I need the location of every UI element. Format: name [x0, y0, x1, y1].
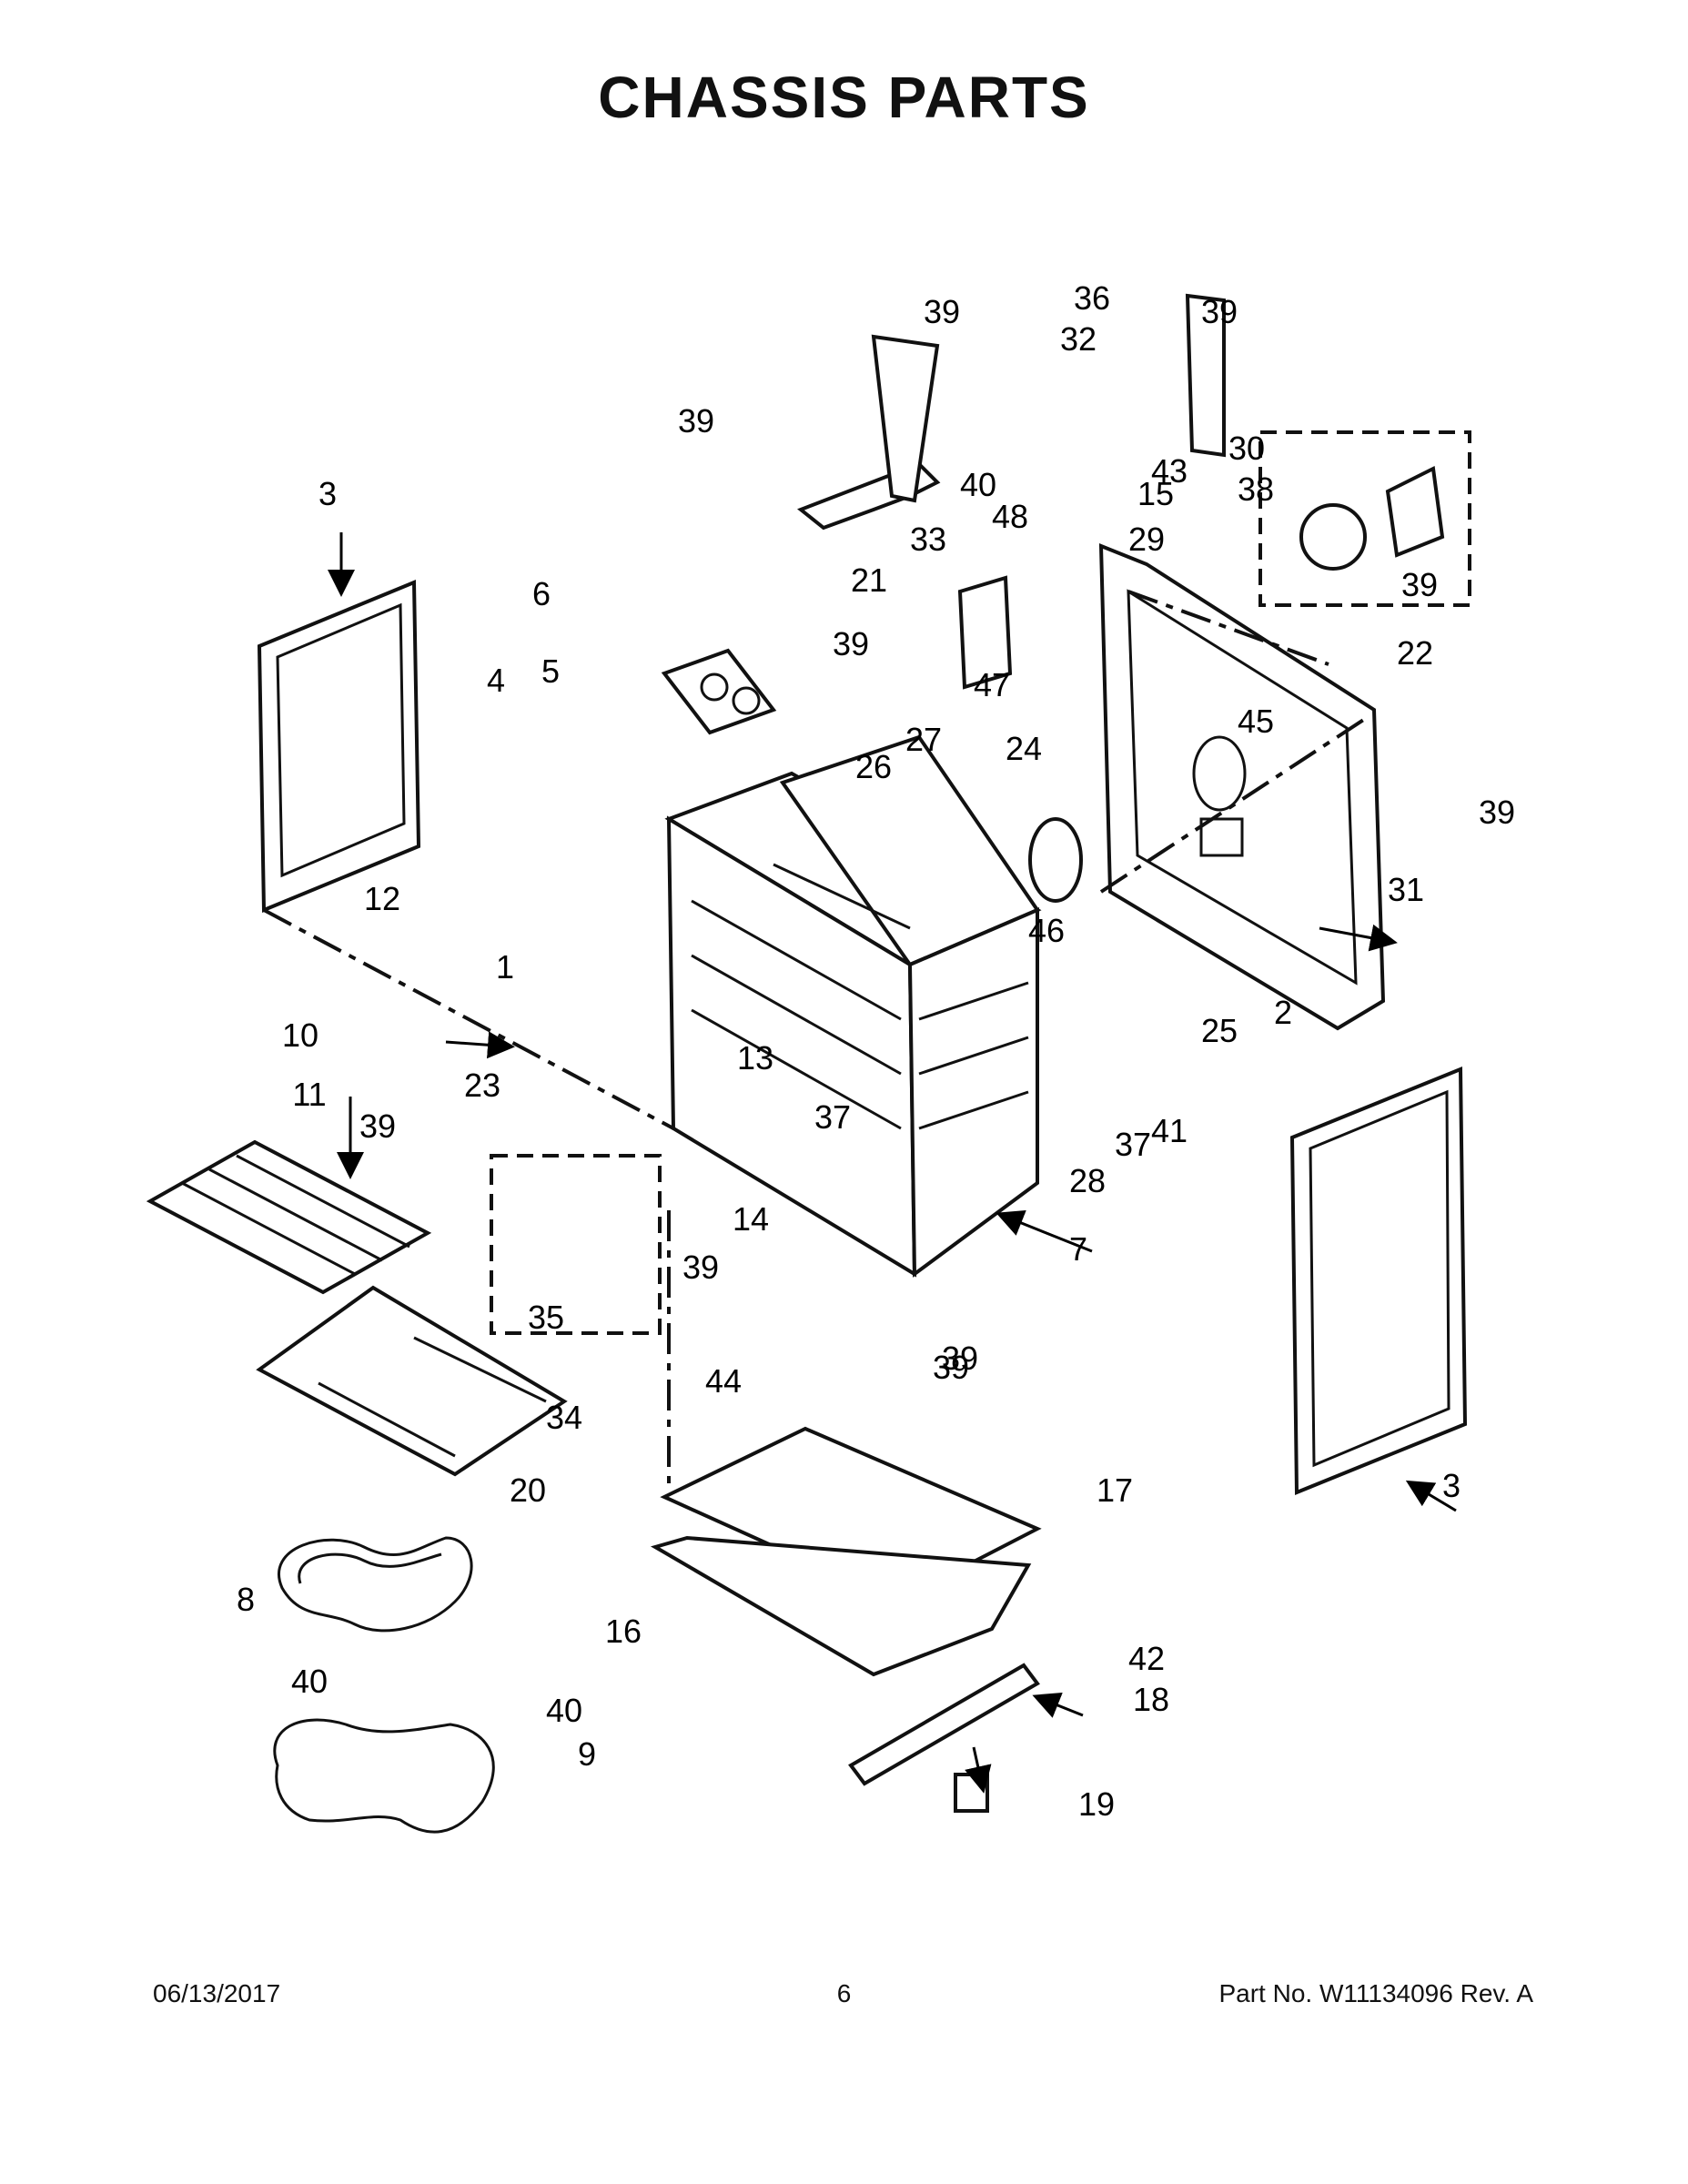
footer-page-number: 6: [836, 1979, 852, 2007]
callout-number-39: 39: [833, 625, 869, 662]
callout-number-10: 10: [282, 1016, 318, 1054]
callout-number-46: 46: [1028, 912, 1065, 949]
callout-number-5: 5: [541, 652, 560, 690]
callout-number-27: 27: [905, 721, 942, 758]
callout-number-31: 31: [1388, 871, 1424, 908]
oven-cavity: [664, 734, 1042, 1278]
callout-number-24: 24: [1006, 730, 1042, 767]
callout-number-26: 26: [855, 748, 892, 785]
footer-part-number: Part No. W11134096 Rev. A: [1218, 1979, 1533, 2007]
callout-number-34: 34: [546, 1399, 582, 1436]
callout-number-21: 21: [851, 561, 887, 599]
oven-rack: [146, 1139, 432, 1295]
broil-element: [273, 1718, 495, 1834]
wire-harness-24: [1028, 817, 1083, 903]
rail-18: [848, 1663, 1040, 1786]
callout-number-39: 39: [924, 293, 960, 330]
page-title: CHASSIS PARTS: [598, 65, 1090, 130]
callout-number-20: 20: [510, 1471, 546, 1509]
callout-number-30: 30: [1228, 430, 1265, 467]
callout-number-39: 39: [1479, 794, 1515, 831]
callout-number-7: 7: [1069, 1230, 1087, 1268]
callout-number-18: 18: [1133, 1681, 1169, 1718]
vertical-bracket: [1185, 293, 1226, 458]
callout-number-35: 35: [528, 1299, 564, 1336]
callout-number-39: 39: [942, 1340, 978, 1377]
callout-number-39: 39: [933, 1349, 969, 1386]
callout-number-48: 48: [992, 498, 1028, 535]
callout-number-33: 33: [910, 521, 946, 558]
leveling-leg: [954, 1773, 989, 1813]
callout-number-39: 39: [682, 1249, 719, 1286]
rear-panel: [1098, 543, 1386, 1031]
callout-number-23: 23: [464, 1067, 500, 1104]
callout-number-9: 9: [578, 1735, 596, 1773]
callout-number-19: 19: [1078, 1785, 1115, 1823]
callout-number-47: 47: [974, 666, 1010, 703]
side-panel-left: [257, 580, 421, 913]
control-bracket: [661, 648, 777, 735]
callout-number-32: 32: [1060, 320, 1097, 358]
side-panel-right: [1289, 1067, 1468, 1495]
bracket-47: [957, 575, 1013, 690]
callout-number-22: 22: [1397, 634, 1433, 672]
callout-number-13: 13: [737, 1039, 773, 1077]
callout-number-16: 16: [605, 1613, 642, 1650]
callout-number-3: 3: [318, 475, 337, 512]
callout-number-44: 44: [705, 1362, 742, 1400]
callout-number-39: 39: [359, 1107, 396, 1145]
callout-number-8: 8: [237, 1581, 255, 1618]
callout-number-37: 37: [814, 1098, 851, 1136]
callout-number-14: 14: [733, 1200, 769, 1238]
callout-number-41: 41: [1151, 1112, 1188, 1149]
callout-number-36: 36: [1074, 279, 1110, 317]
callout-number-4: 4: [487, 662, 505, 699]
callout-number-42: 42: [1128, 1640, 1165, 1677]
callout-number-15: 15: [1137, 475, 1174, 512]
bottom-panel: [650, 1426, 1042, 1677]
callout-number-11: 11: [292, 1076, 326, 1113]
callout-number-29: 29: [1128, 521, 1165, 558]
callout-number-2: 2: [1274, 994, 1292, 1031]
callout-number-40: 40: [546, 1692, 582, 1729]
broiler-pan: [256, 1285, 568, 1477]
callout-number-40: 40: [960, 466, 996, 503]
callout-number-40: 40: [291, 1663, 328, 1700]
callout-number-39: 39: [1401, 566, 1438, 603]
footer-date: 06/13/2017: [153, 1979, 281, 2007]
callout-number-45: 45: [1238, 703, 1274, 740]
callout-number-39: 39: [678, 402, 714, 440]
callout-number-17: 17: [1097, 1471, 1133, 1509]
callout-number-25: 25: [1201, 1012, 1238, 1049]
callout-number-43: 43: [1151, 452, 1188, 490]
callout-number-37: 37: [1115, 1126, 1151, 1163]
fan-assembly-22: [1258, 430, 1471, 607]
callout-number-6: 6: [532, 575, 551, 612]
callout-number-39: 39: [1201, 293, 1238, 330]
callout-number-3: 3: [1442, 1467, 1461, 1504]
top-bracket: [797, 334, 941, 531]
callout-number-12: 12: [364, 880, 400, 917]
callout-number-1: 1: [496, 948, 514, 986]
bake-element: [278, 1536, 473, 1633]
callout-number-38: 38: [1238, 470, 1274, 508]
callout-number-28: 28: [1069, 1162, 1106, 1199]
